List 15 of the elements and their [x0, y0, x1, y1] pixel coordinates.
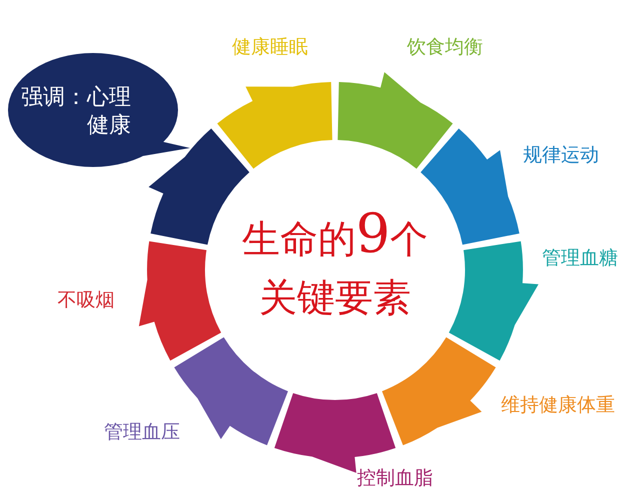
- ring-segment: [382, 337, 496, 446]
- factor-label: 规律运动: [523, 143, 599, 168]
- factor-label: 管理血压: [104, 420, 180, 445]
- factor-label: 不吸烟: [58, 288, 114, 313]
- factor-label: 维持健康体重: [501, 393, 615, 418]
- ring-segment: [138, 241, 222, 361]
- center-title: 关键要素: [259, 274, 411, 322]
- ring-segment: [338, 72, 453, 169]
- factor-label: 管理血糖: [542, 246, 618, 271]
- center-title: 生命的9个: [242, 207, 428, 265]
- factor-label: 饮食均衡: [407, 35, 483, 60]
- factor-label: 健康睡眠: [232, 35, 308, 60]
- ring-segment: [448, 241, 538, 361]
- factor-label: 控制血脂: [357, 466, 433, 491]
- ring-segment: [217, 82, 332, 169]
